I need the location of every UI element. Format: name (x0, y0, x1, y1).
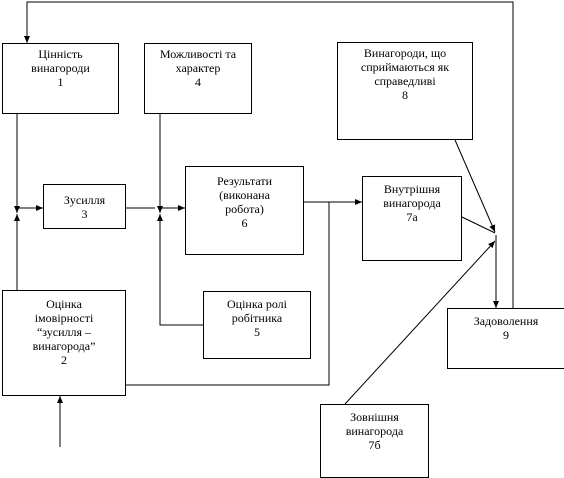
box-effort: Зусилля 3 (43, 184, 126, 229)
box-perceived-fair-rewards-label: Винагороди, що сприймаються як справедли… (360, 46, 450, 102)
box-intrinsic-reward-label: Внутрішня винагорода 7а (383, 182, 441, 224)
box-intrinsic-reward: Внутрішня винагорода 7а (362, 176, 462, 261)
arrow-8-to-merge (454, 139, 496, 233)
arrow-7a-to-merge (461, 216, 496, 234)
box-performance: Результати (виконана робота) 6 (185, 166, 304, 255)
box-effort-label: Зусилля 3 (63, 192, 106, 221)
box-satisfaction: Задоволення 9 (447, 308, 564, 369)
box-reward-value-label: Цінність винагороди 1 (31, 47, 90, 89)
box-role-perception: Оцінка ролі робітника 5 (203, 291, 311, 359)
box-role-perception-label: Оцінка ролі робітника 5 (227, 297, 287, 339)
box-extrinsic-reward-label: Зовнішня винагорода 7б (345, 410, 404, 452)
feedback-loop-arrow (24, 1, 514, 308)
box-satisfaction-label: Задоволення 9 (473, 314, 539, 342)
box-effort-reward-probability-label: Оцінка імовірності “зусилля – винагорода… (32, 297, 96, 367)
arrow-5-to-junction (157, 214, 203, 326)
box-perceived-fair-rewards: Винагороди, що сприймаються як справедли… (337, 42, 473, 140)
box-abilities-traits: Можливості та характер 4 (144, 43, 252, 114)
box-abilities-traits-label: Можливості та характер 4 (159, 47, 237, 89)
box-reward-value: Цінність винагороди 1 (2, 43, 119, 114)
arrow-7b-to-merge (344, 240, 496, 405)
box-extrinsic-reward: Зовнішня винагорода 7б (320, 404, 429, 478)
box-effort-reward-probability: Оцінка імовірності “зусилля – винагорода… (2, 290, 126, 396)
box-performance-label: Результати (виконана робота) 6 (216, 174, 273, 230)
